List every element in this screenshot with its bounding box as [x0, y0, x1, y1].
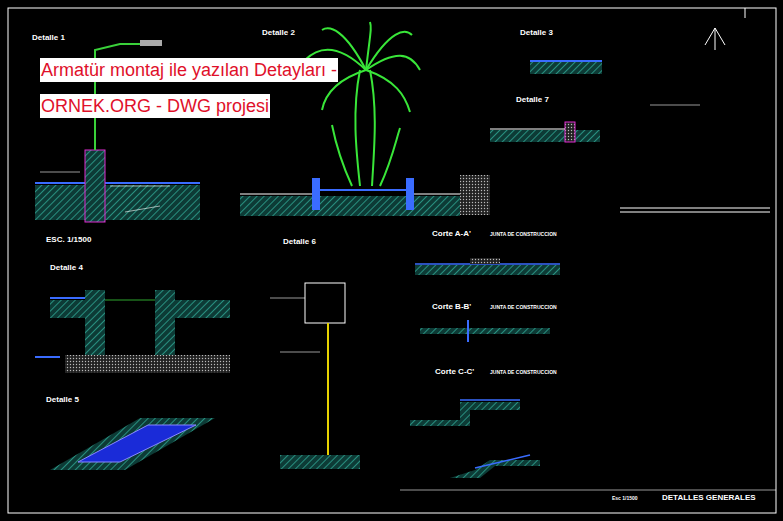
drawing-label: Corte C-C' — [435, 367, 474, 376]
drawing-label: Detalle 7 — [516, 95, 549, 104]
drawing-label: Detalle 3 — [520, 28, 553, 37]
watermark-block: Armatür montaj ile yazılan Detayları - O… — [40, 52, 358, 124]
drawing-label: Detalle 5 — [46, 395, 79, 404]
drawing-label: Detalle 4 — [50, 263, 83, 272]
drawing-label: ESC. 1/1500 — [46, 235, 91, 244]
drawing-label: Corte A-A' — [432, 229, 471, 238]
sheet-title: DETALLES GENERALES — [662, 493, 756, 502]
drawing-label: JUNTA DE CONSTRUCCION — [490, 369, 557, 375]
drawing-label: Detalle 2 — [262, 28, 295, 37]
drawing-label: Corte B-B' — [432, 302, 471, 311]
drawing-label: Detalle 6 — [283, 237, 316, 246]
drawing-label: JUNTA DE CONSTRUCCION — [490, 304, 557, 310]
drawing-label: Esc 1/1500 — [612, 495, 638, 501]
watermark: Armatür montaj ile yazılan Detayları - O… — [40, 58, 338, 118]
drawing-label: Detalle 1 — [32, 33, 65, 42]
drawing-label: JUNTA DE CONSTRUCCION — [490, 231, 557, 237]
